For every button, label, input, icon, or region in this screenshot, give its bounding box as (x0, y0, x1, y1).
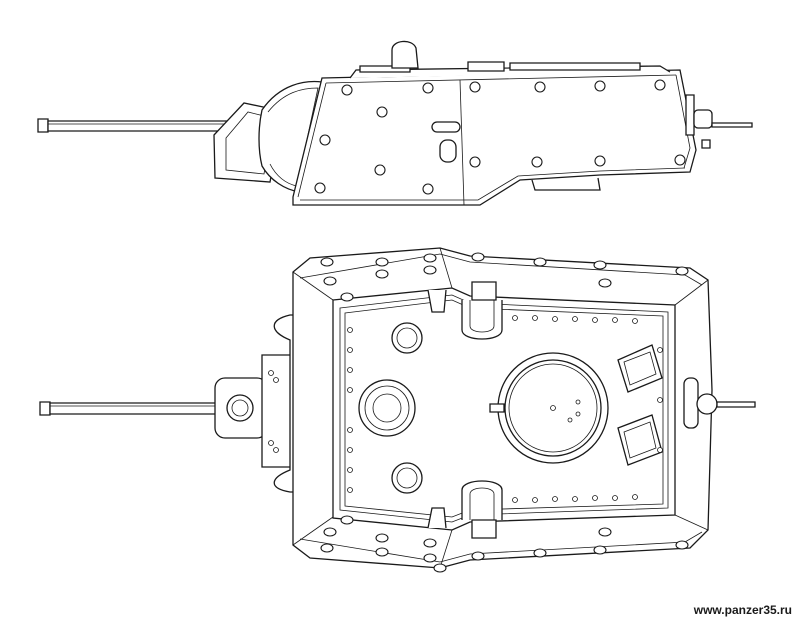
top-rear-mg (684, 378, 755, 428)
top-bolts (321, 253, 688, 572)
side-turret-body (293, 70, 696, 205)
top-small-hatches (359, 323, 422, 493)
top-commander-hatch (490, 353, 608, 463)
top-lifting-hooks (428, 282, 502, 538)
side-view (38, 41, 752, 205)
top-gun-barrel (40, 402, 235, 415)
side-mantlet-cover (259, 82, 322, 192)
side-rear-mg (686, 95, 752, 148)
side-periscope-dome (392, 41, 418, 68)
top-rivets (348, 316, 663, 503)
top-periscopes (618, 345, 662, 465)
top-view (40, 248, 755, 572)
side-gun-barrel (38, 119, 228, 132)
watermark-caption: www.panzer35.ru (693, 603, 792, 617)
side-bolts (315, 80, 685, 194)
